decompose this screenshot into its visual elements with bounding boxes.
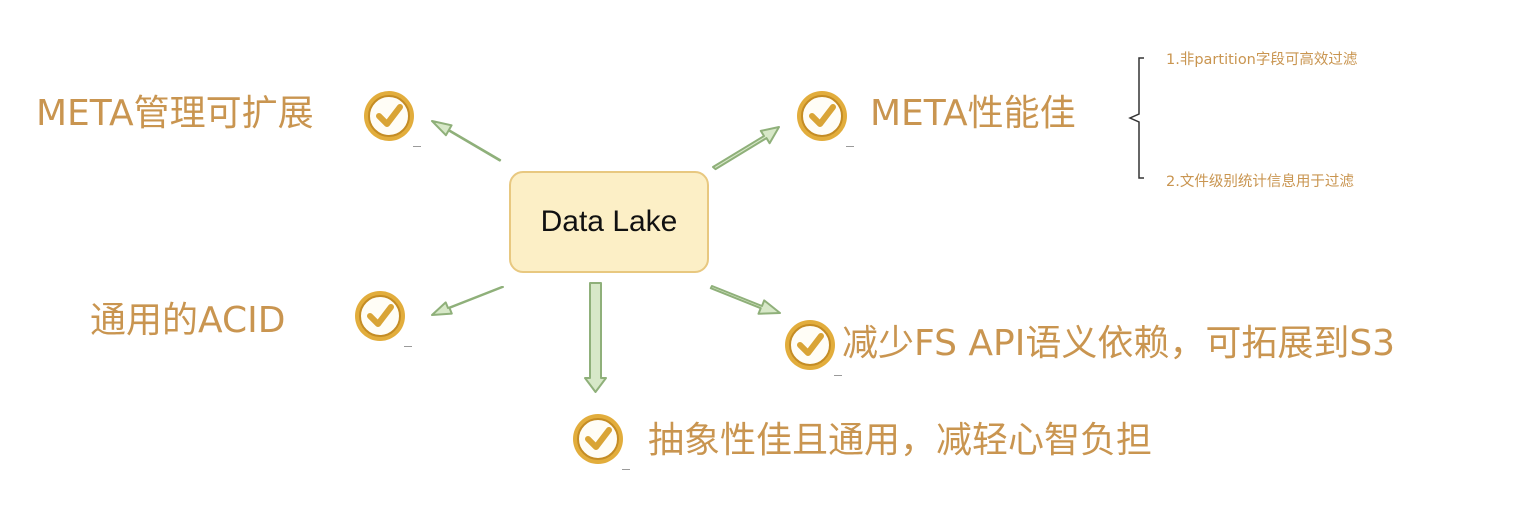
node-label-abstraction: 抽象性佳且通用，减轻心智负担	[648, 420, 1153, 461]
node-label-generic-acid: 通用的ACID	[90, 300, 286, 341]
arrow-to-meta-performance	[712, 126, 780, 171]
check-circle-icon	[794, 88, 850, 144]
arrow-to-fs-api	[709, 285, 781, 315]
node-label-fs-api: 减少FS API语义依赖，可拓展到S3	[842, 323, 1396, 364]
center-node-label: Data Lake	[540, 205, 678, 238]
check-dash-mark	[834, 375, 842, 376]
check-circle-icon	[361, 88, 417, 144]
data-lake-center-node: Data Lake	[509, 171, 709, 273]
left-brace-icon	[1128, 57, 1144, 179]
check-circle-icon	[570, 411, 626, 467]
check-dash-mark	[622, 469, 630, 470]
node-label-meta-extensible: META管理可扩展	[36, 93, 314, 134]
note-item-2: 2.文件级别统计信息用于过滤	[1166, 174, 1354, 190]
check-circle-icon	[782, 317, 838, 373]
arrow-to-generic-acid	[431, 286, 504, 316]
node-label-meta-performance: META性能佳	[870, 93, 1076, 134]
check-dash-mark	[413, 146, 421, 147]
check-circle-icon	[352, 288, 408, 344]
check-dash-mark	[846, 146, 854, 147]
check-dash-mark	[404, 346, 412, 347]
arrow-to-abstraction	[584, 282, 607, 393]
arrow-to-meta-extensible	[431, 120, 502, 162]
note-item-1: 1.非partition字段可高效过滤	[1166, 52, 1358, 68]
